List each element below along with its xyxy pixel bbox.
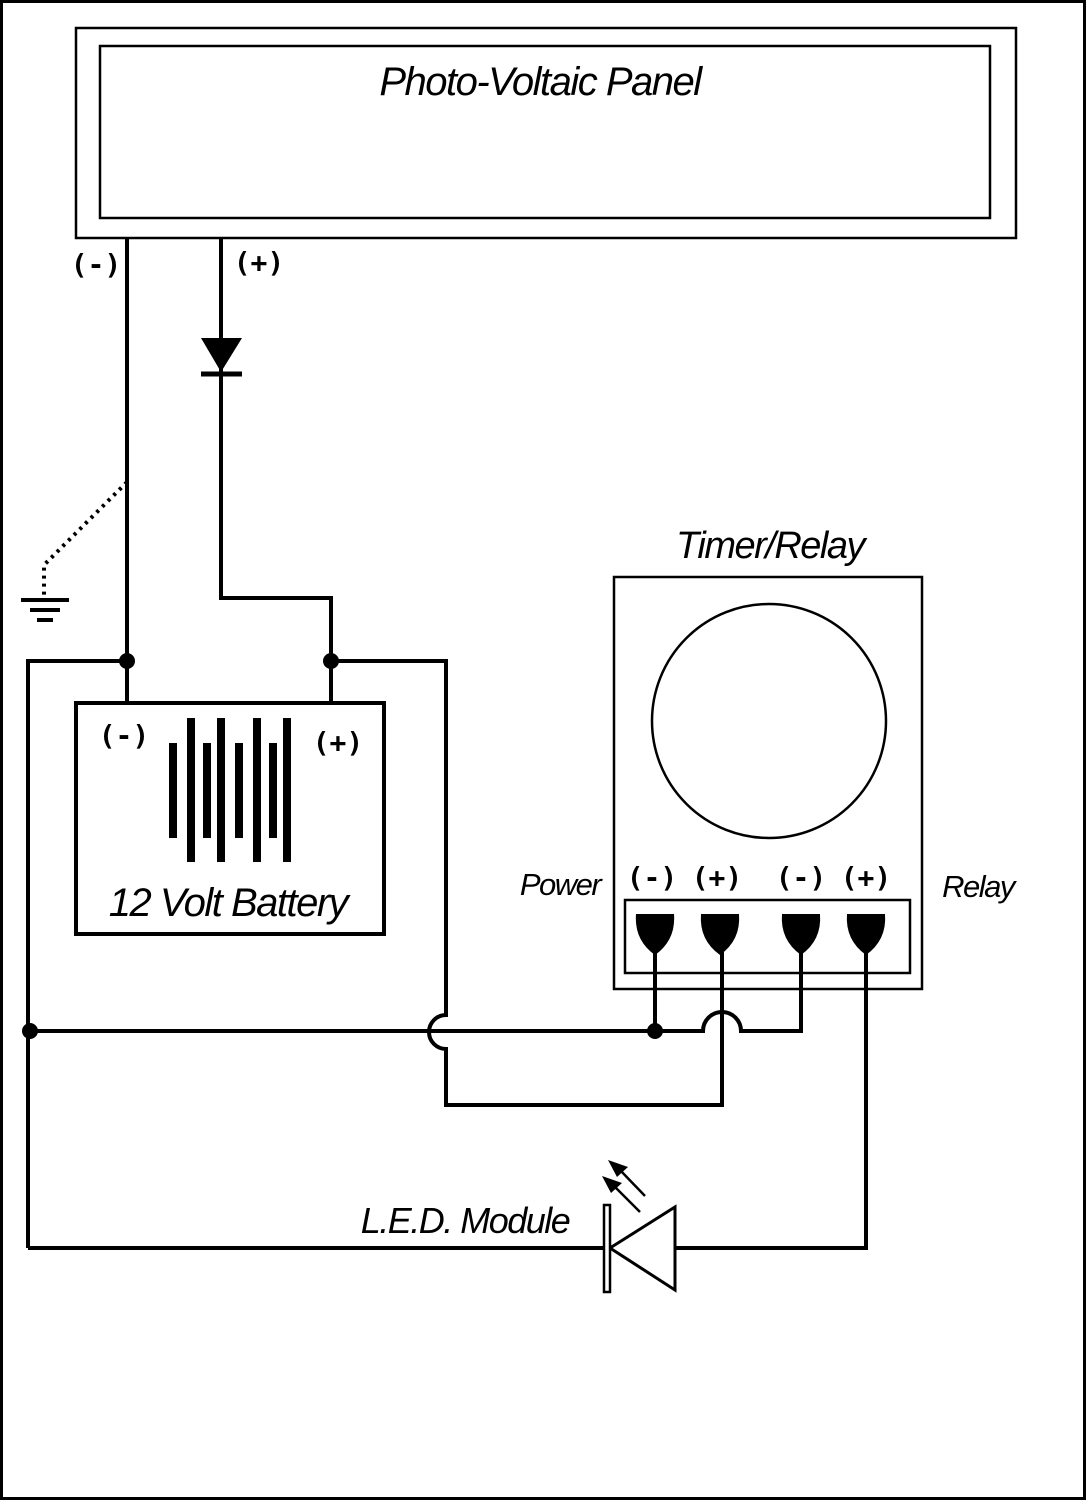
terminal-label: (-) bbox=[627, 861, 678, 894]
terminal-label: (-) bbox=[776, 861, 827, 894]
battery-title: 12 Volt Battery bbox=[109, 881, 352, 925]
ground-icon bbox=[21, 598, 69, 622]
terminal-icons bbox=[635, 914, 886, 955]
pv-positive-wire bbox=[219, 238, 333, 703]
relay-pos-wire bbox=[675, 952, 868, 1250]
battery-pos-label: (+) bbox=[313, 726, 364, 759]
battery-cells-icon bbox=[169, 718, 291, 862]
pv-neg-label: (-) bbox=[71, 248, 122, 281]
power-label: Power bbox=[520, 867, 604, 902]
terminal-label: (+) bbox=[841, 861, 892, 894]
relay-label: Relay bbox=[942, 869, 1018, 904]
ground-dotted-wire bbox=[42, 480, 129, 598]
terminal-strip bbox=[623, 898, 912, 975]
pv-panel-title: Photo-Voltaic Panel bbox=[379, 60, 703, 104]
led-title: L.E.D. Module bbox=[361, 1200, 570, 1241]
positive-bus-wire bbox=[331, 659, 724, 1107]
negative-cross-wire bbox=[28, 952, 803, 1033]
terminal-label: (+) bbox=[692, 861, 743, 894]
timer-relay: Timer/Relay (-) (+) (-) (+) Power Relay bbox=[520, 525, 1019, 991]
negative-bus-wire bbox=[26, 659, 127, 1248]
timer-dial bbox=[650, 602, 888, 840]
blocking-diode-icon bbox=[201, 338, 242, 377]
timer-relay-title: Timer/Relay bbox=[676, 525, 867, 567]
pv-panel: Photo-Voltaic Panel bbox=[74, 26, 1018, 240]
pv-pos-label: (+) bbox=[234, 246, 285, 279]
battery-neg-label: (-) bbox=[99, 719, 150, 752]
led-icon bbox=[602, 1160, 677, 1294]
battery: (-) (+) 12 Volt Battery bbox=[74, 701, 386, 936]
